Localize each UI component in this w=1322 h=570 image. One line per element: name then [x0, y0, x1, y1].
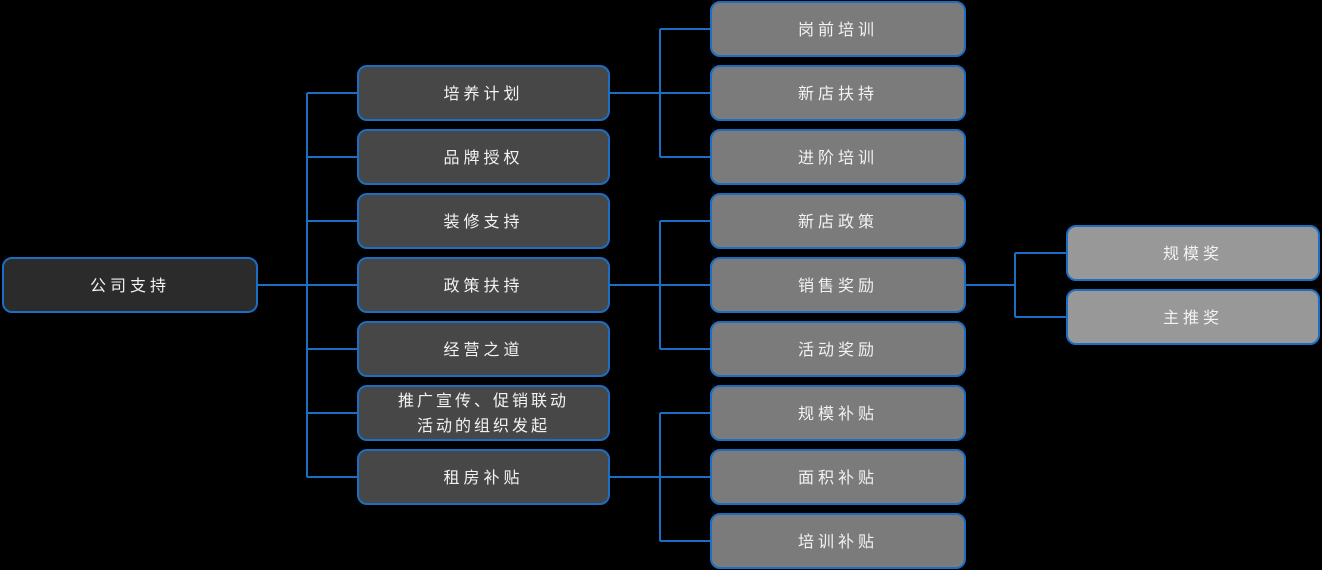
node-policy-support[interactable]: 政策扶持 [357, 257, 610, 313]
node-training-subsidy[interactable]: 培训补贴 [710, 513, 966, 569]
node-training-plan[interactable]: 培养计划 [357, 65, 610, 121]
node-decoration-support[interactable]: 装修支持 [357, 193, 610, 249]
node-prejob-training[interactable]: 岗前培训 [710, 1, 966, 57]
node-brand-authorization[interactable]: 品牌授权 [357, 129, 610, 185]
connector-path [258, 28, 1066, 542]
node-promotion-organization[interactable]: 推广宣传、促销联动 活动的组织发起 [357, 385, 610, 441]
node-new-store-policy[interactable]: 新店政策 [710, 193, 966, 249]
node-promotion-line2: 活动的组织发起 [416, 416, 550, 435]
node-scale-subsidy[interactable]: 规模补贴 [710, 385, 966, 441]
node-scale-award[interactable]: 规模奖 [1066, 225, 1320, 281]
node-activity-reward[interactable]: 活动奖励 [710, 321, 966, 377]
node-promotion-line1: 推广宣传、促销联动 [397, 391, 569, 410]
node-business-knowhow[interactable]: 经营之道 [357, 321, 610, 377]
node-rent-subsidy[interactable]: 租房补贴 [357, 449, 610, 505]
node-area-subsidy[interactable]: 面积补贴 [710, 449, 966, 505]
node-main-promotion-award[interactable]: 主推奖 [1066, 289, 1320, 345]
node-advanced-training[interactable]: 进阶培训 [710, 129, 966, 185]
node-company-support[interactable]: 公司支持 [2, 257, 258, 313]
node-sales-incentive[interactable]: 销售奖励 [710, 257, 966, 313]
node-new-store-support[interactable]: 新店扶持 [710, 65, 966, 121]
